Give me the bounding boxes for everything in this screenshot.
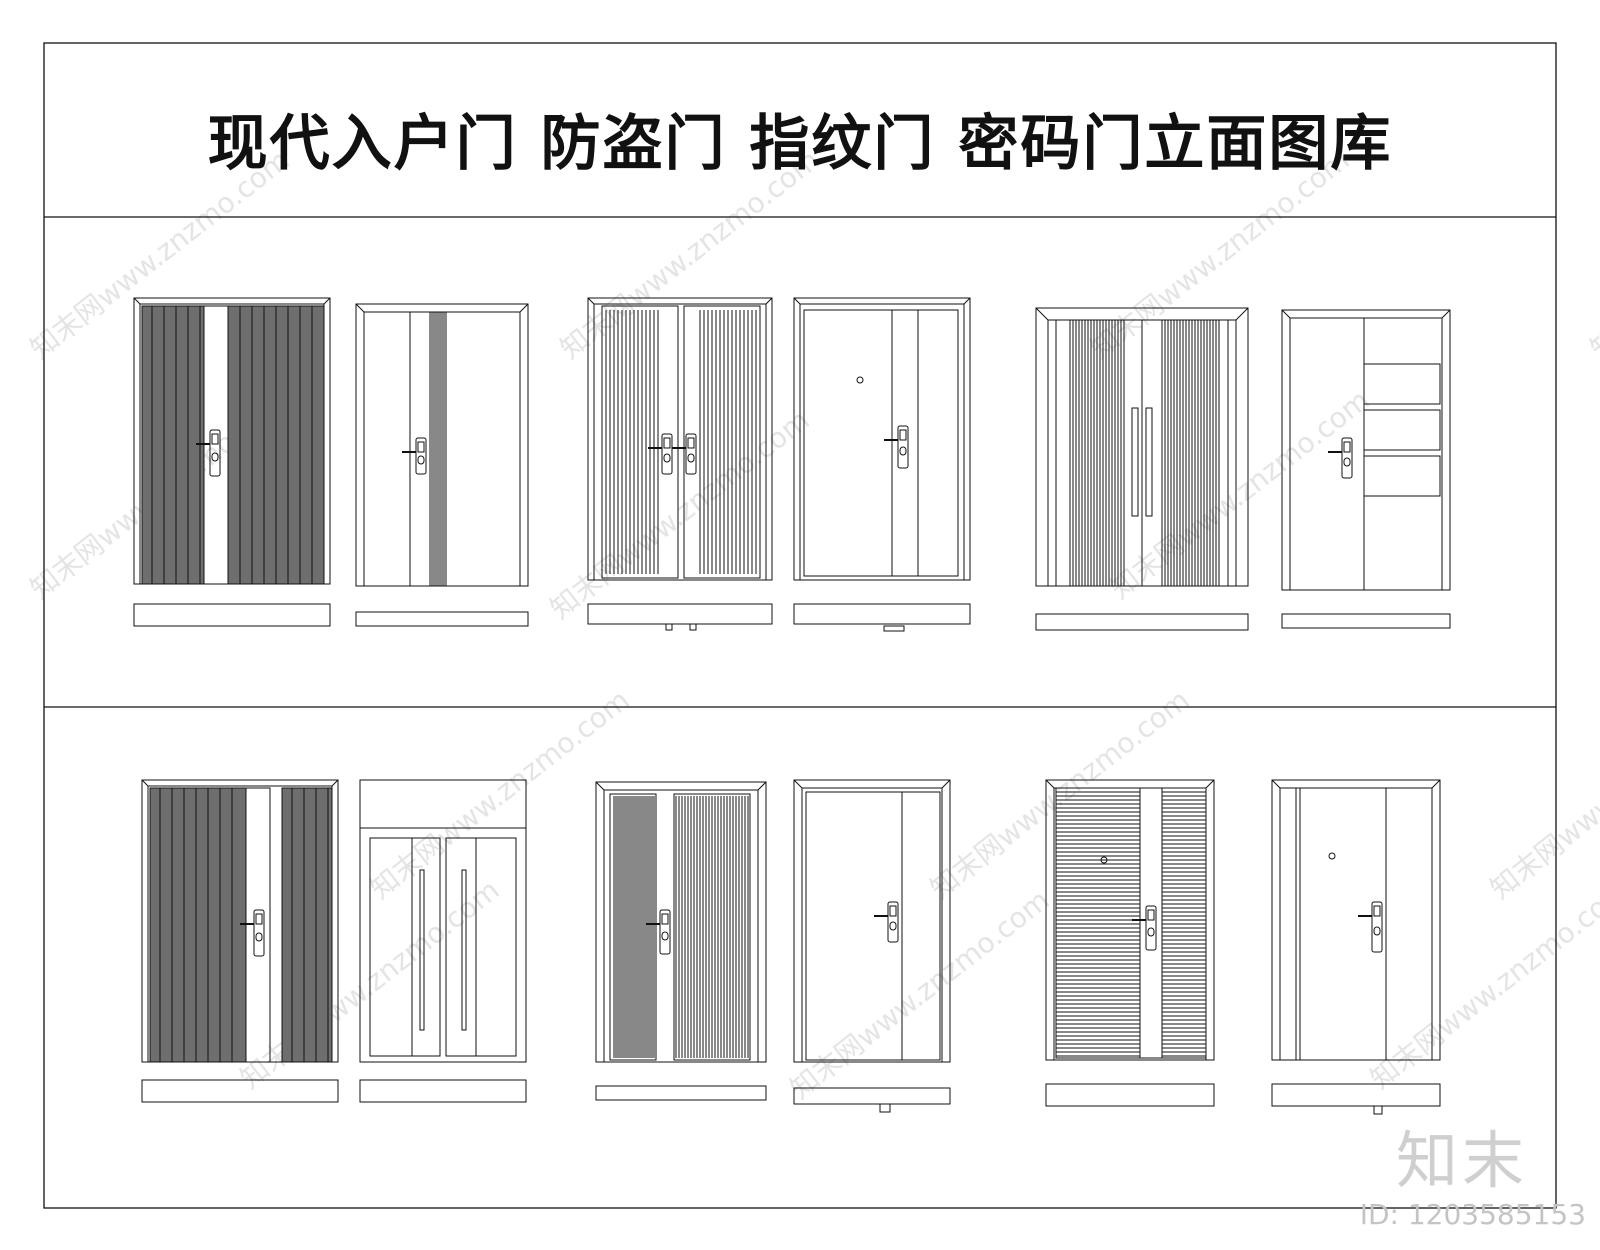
sheet-title: 现代入户门 防盗门 指纹门 密码门立面图库	[207, 109, 1393, 179]
door-9	[595, 781, 767, 1101]
watermark-tile-text: 知末网www.znzmo.com	[544, 403, 816, 625]
door-5	[1035, 307, 1249, 631]
door-1	[133, 297, 331, 627]
door-7	[141, 779, 339, 1103]
watermark-tile-text: 知末网www.znzmo.com	[784, 883, 1056, 1105]
watermark-tile-text: 知末网www.znzmo.com	[364, 683, 636, 905]
door-6	[1281, 309, 1451, 629]
door-10	[793, 779, 951, 1113]
door-2	[355, 303, 529, 627]
watermark-tile-text: 知末网www.znzmo.com	[1364, 873, 1600, 1095]
door-8	[359, 779, 527, 1103]
watermark-logo: 知末	[1395, 1124, 1528, 1197]
sheet-frame	[43, 42, 1557, 1209]
watermark-tile-text: 知末网www.znzmo.com	[1484, 683, 1600, 905]
door-4	[793, 297, 971, 632]
watermark-tile-text: 知末网www.znzmo.com	[1584, 143, 1600, 365]
door-11	[1045, 779, 1215, 1107]
watermark-id: ID: 1203585153	[1359, 1198, 1586, 1231]
watermark-tile-text: 知末网www.znzmo.com	[1104, 383, 1376, 605]
door-12	[1271, 779, 1441, 1115]
door-3	[587, 297, 773, 631]
door-elevations	[133, 297, 1451, 1115]
